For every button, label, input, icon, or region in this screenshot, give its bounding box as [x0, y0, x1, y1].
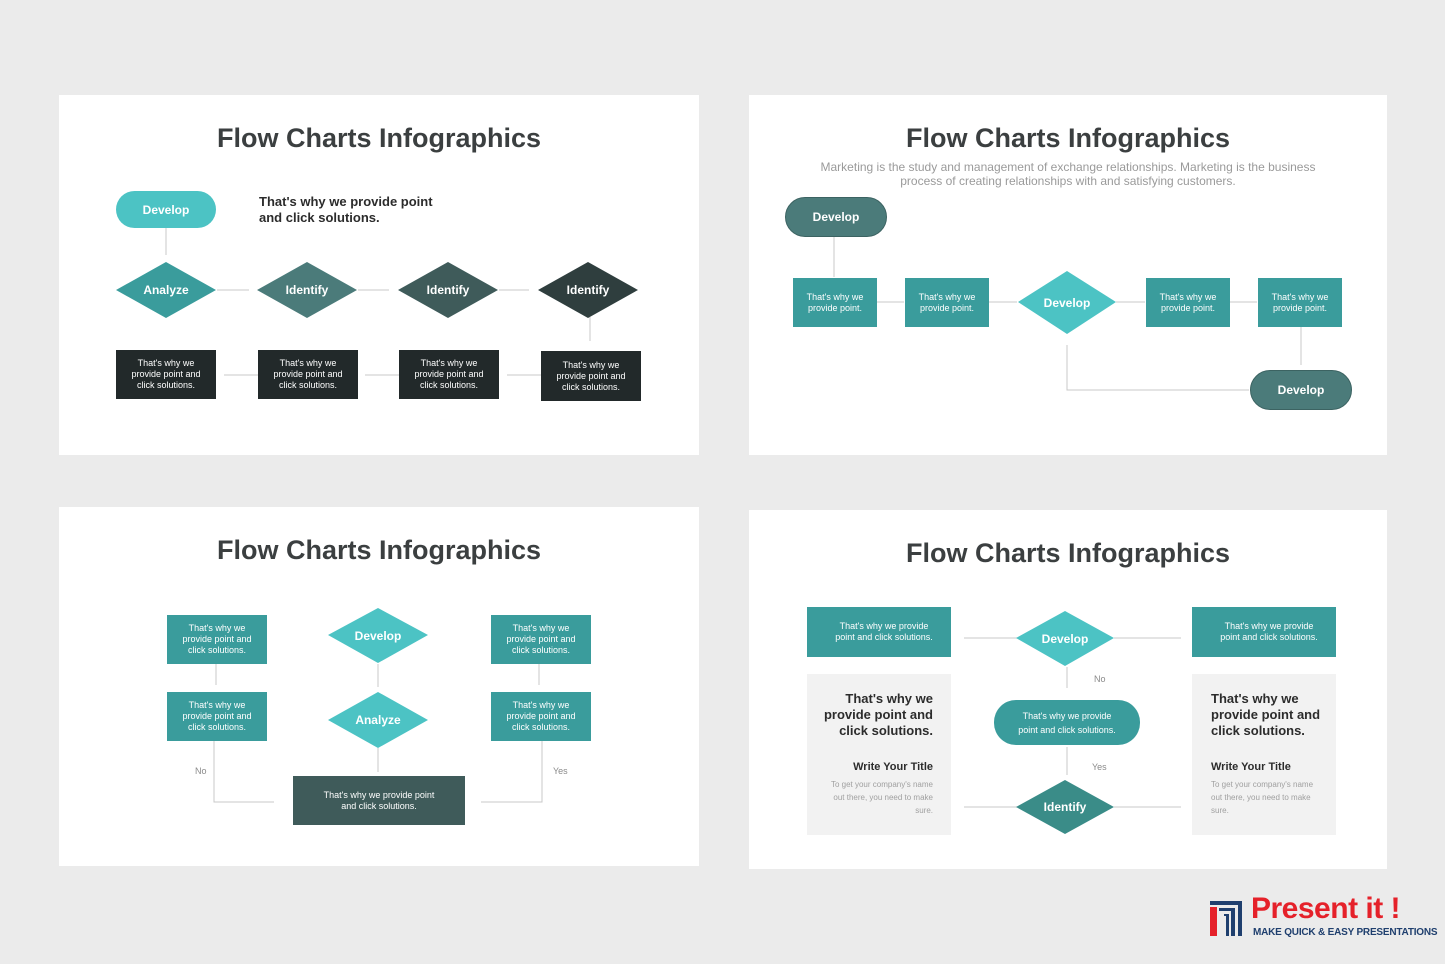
- connector-lines: [116, 228, 638, 376]
- slide-title: Flow Charts Infographics: [905, 123, 1231, 153]
- yes-label: Yes: [553, 766, 568, 776]
- connector-lines: [964, 611, 1181, 834]
- diamond-shape: [1016, 780, 1114, 834]
- step-box: That's why we provide point and click so…: [167, 615, 267, 664]
- diamond-shape: [1016, 611, 1114, 666]
- panel-heading: That's why we provide point and click so…: [1211, 691, 1321, 738]
- diamond-develop-label: Develop: [354, 628, 402, 643]
- connector-lines: [213, 608, 543, 803]
- diamond-shape: [116, 262, 216, 318]
- diamond-shape: [1018, 271, 1116, 334]
- panel-subheading: Write Your Title: [1211, 761, 1291, 773]
- step-box: That's why we provide point and click so…: [399, 350, 499, 399]
- slide-3: Flow Charts Infographics That's why we p…: [59, 507, 699, 866]
- logo-tagline: MAKE QUICK & EASY PRESENTATIONS: [1253, 927, 1438, 938]
- diamond-shape: [398, 262, 498, 318]
- diamond-identify-label: Identify: [1043, 800, 1087, 814]
- no-label: No: [1094, 674, 1106, 684]
- diamond-identify-label: Identify: [566, 283, 610, 297]
- step-box: That's why we provide point.: [1258, 278, 1342, 327]
- step-box: That's why we provide point and click so…: [258, 350, 358, 399]
- diamond-identify-label: Identify: [285, 283, 329, 297]
- center-box: That's why we provide point and click so…: [293, 776, 465, 825]
- slide-1: Flow Charts Infographics Develop That's …: [59, 95, 699, 455]
- info-panel-left: That's why we provide point and click so…: [807, 674, 951, 835]
- step-box: That's why we provide point.: [1146, 278, 1230, 327]
- step-box: That's why we provide point and click so…: [1192, 607, 1336, 657]
- diamond-develop-label: Develop: [1043, 295, 1091, 310]
- diamond-identify-label: Identify: [426, 283, 470, 297]
- panel-heading: That's why we provide point and click so…: [823, 691, 933, 738]
- info-panel-right: That's why we provide point and click so…: [1192, 674, 1336, 835]
- step-box: That's why we provide point and click so…: [491, 615, 591, 664]
- develop-pill: Develop: [116, 191, 216, 228]
- solution-pill: That's why we provide point and click so…: [994, 700, 1140, 745]
- slide-title: Flow Charts Infographics: [905, 538, 1231, 568]
- slide-subtitle: Marketing is the study and management of…: [820, 160, 1316, 188]
- step-box: That's why we provide point.: [793, 278, 877, 327]
- diamond-analyze-label: Analyze: [143, 283, 189, 297]
- yes-label: Yes: [1092, 762, 1107, 772]
- logo-name: Present it !: [1251, 892, 1401, 925]
- diamond-shape: [328, 692, 428, 748]
- slide-title: Flow Charts Infographics: [216, 535, 542, 565]
- slide-2: Flow Charts Infographics Marketing is th…: [749, 95, 1387, 455]
- diamond-analyze-label: Analyze: [355, 713, 401, 727]
- diamond-shape: [538, 262, 638, 318]
- diamond-shape: [257, 262, 357, 318]
- step-box: That's why we provide point and click so…: [541, 351, 641, 401]
- step-box: That's why we provide point and click so…: [116, 350, 216, 399]
- step-box: That's why we provide point and click so…: [491, 692, 591, 741]
- panel-subheading: Write Your Title: [853, 761, 933, 773]
- brand-logo: Present it ! MAKE QUICK & EASY PRESENTAT…: [1208, 892, 1438, 945]
- connector-lines: [833, 235, 1302, 391]
- step-box: That's why we provide point and click so…: [167, 692, 267, 741]
- panel-body: To get your company's name out there, yo…: [830, 780, 933, 815]
- panel-body: To get your company's name out there, yo…: [1211, 780, 1314, 815]
- step-box: That's why we provide point and click so…: [807, 607, 951, 657]
- develop-pill-bottom: Develop: [1250, 370, 1352, 410]
- no-label: No: [195, 766, 207, 776]
- develop-pill-top: Develop: [785, 197, 887, 237]
- intro-note: That's why we provide point and click so…: [259, 194, 433, 225]
- slide-4: Flow Charts Infographics That's why we p…: [749, 510, 1387, 869]
- diamond-develop-label: Develop: [1041, 631, 1089, 646]
- bar-logo-icon: [1210, 901, 1242, 936]
- step-box: That's why we provide point.: [905, 278, 989, 327]
- slide-title: Flow Charts Infographics: [216, 123, 542, 153]
- diamond-shape: [328, 608, 428, 663]
